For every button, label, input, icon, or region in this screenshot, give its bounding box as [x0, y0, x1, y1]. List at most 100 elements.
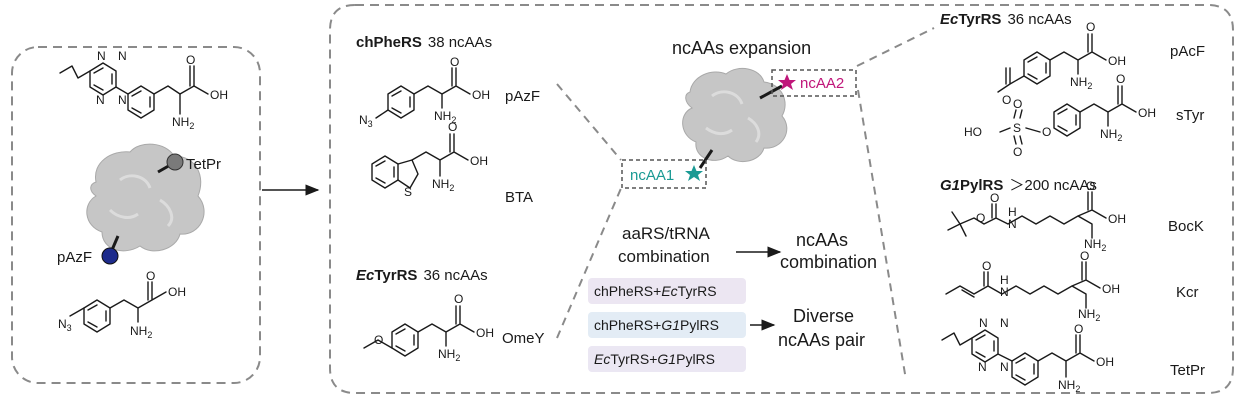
atom-ho-styr: HO	[964, 125, 982, 139]
center-title: ncAAs expansion	[672, 38, 811, 58]
atom-h-bock: H	[1008, 205, 1017, 219]
protein-texture-center	[705, 90, 761, 143]
kcr-structure	[945, 261, 1101, 309]
tetpr-structure-right	[941, 329, 1095, 386]
atom-nh2-1: NH2	[172, 115, 194, 131]
label-omey: OmeY	[502, 330, 545, 347]
atom-oh-1: OH	[210, 88, 228, 102]
atom-o2-styr: O	[1013, 145, 1022, 159]
label-kcr: Kcr	[1176, 284, 1199, 301]
atom-n3-tetpr-r: N	[978, 360, 987, 374]
atom-n3-mid: N3	[359, 113, 373, 129]
atom-o3-styr: O	[1042, 125, 1051, 139]
atom-oh-mid1: OH	[472, 88, 490, 102]
atom-n-kcr: N	[1000, 285, 1009, 299]
atom-n3-left: N3	[58, 317, 72, 333]
ncaa2-star	[778, 74, 796, 90]
label-bta: BTA	[505, 189, 533, 206]
atom-nh2-kcr: NH2	[1078, 307, 1100, 323]
atom-nh2-mid1: NH2	[434, 109, 456, 125]
atom-s-bta: S	[404, 185, 412, 199]
atom-nh2-omey: NH2	[438, 347, 460, 363]
atom-s-styr: S	[1013, 121, 1021, 135]
protein-blob-center	[682, 67, 788, 163]
label-tetpr-right: TetPr	[1170, 362, 1205, 379]
protein-texture-left	[108, 174, 174, 228]
label-pacf: pAcF	[1170, 43, 1205, 60]
bock-structure	[947, 191, 1107, 239]
atom-oh-left: OH	[168, 285, 186, 299]
pair-chip-3	[588, 346, 746, 372]
pair-chip-1-text: chPheRS+EcTyrRS	[594, 283, 717, 299]
pazf-linker	[110, 235, 120, 251]
atom-o-left: O	[146, 269, 155, 283]
atom-nh2-pacf: NH2	[1070, 75, 1092, 91]
tetpr-structure-left	[59, 62, 209, 119]
atom-oh-styr: OH	[1138, 106, 1156, 120]
ncaa2-label: ncAA2	[800, 75, 844, 92]
connector-top-right	[856, 27, 935, 67]
atom-nh2-left: NH2	[130, 324, 152, 340]
atom-o2-kcr: O	[1080, 249, 1089, 263]
result2-line1: Diverse	[793, 306, 854, 326]
ncaa2-box	[771, 69, 857, 97]
atom-o-bta: O	[448, 120, 457, 134]
ncaa1-linker	[698, 149, 714, 169]
atom-n2-tetpr-r: N	[1000, 316, 1009, 330]
result2-line2: ncAAs pair	[778, 330, 865, 350]
result1-line2: combination	[780, 252, 877, 272]
atom-n-4: N	[118, 93, 127, 107]
g1pylRS-header: G1PylRS＞200 ncAAs	[940, 177, 1097, 194]
atom-o2-bock: O	[990, 191, 999, 205]
atom-oh-kcr: OH	[1102, 282, 1120, 296]
result1-line1: ncAAs	[796, 230, 848, 250]
atom-n-1: N	[97, 49, 106, 63]
atom-o-1: O	[186, 53, 195, 67]
atom-oh-bock: OH	[1108, 212, 1126, 226]
atom-n-3: N	[96, 93, 105, 107]
label-styr: sTyr	[1176, 107, 1204, 124]
atom-oh-omey: OH	[476, 326, 494, 340]
atom-o-tetpr-r: O	[1074, 322, 1083, 336]
atom-o3-bock: O	[1086, 179, 1095, 193]
pair-chip-2	[588, 312, 746, 338]
label-pazf: pAzF	[505, 88, 540, 105]
atom-nh2-tetpr-r: NH2	[1058, 378, 1080, 394]
atom-nh2-bock: NH2	[1084, 237, 1106, 253]
atom-o4-styr: O	[1116, 72, 1125, 86]
pair-chip-2-text: chPheRS+G1PylRS	[594, 317, 719, 333]
label-bock: BocK	[1168, 218, 1204, 235]
connector-top-left	[556, 83, 622, 161]
protein-blob-left	[86, 143, 205, 252]
aars-line1: aaRS/tRNA	[622, 224, 711, 243]
atom-oh-pacf: OH	[1108, 54, 1126, 68]
pazf-structure-left	[69, 281, 167, 333]
pair-chip-1	[588, 278, 746, 304]
atom-o2-pacf: O	[1086, 20, 1095, 34]
ncaa1-box	[621, 159, 707, 189]
atom-nh2-bta: NH2	[432, 177, 454, 193]
atom-oh-bta: OH	[470, 154, 488, 168]
atom-o2-omey: O	[454, 292, 463, 306]
omey-structure	[363, 305, 475, 357]
connector-bottom-right	[857, 89, 907, 381]
atom-oh-tetpr-r: OH	[1096, 355, 1114, 369]
bta-structure	[371, 133, 469, 189]
ncaa1-label: ncAA1	[630, 167, 674, 184]
atom-n-bock: N	[1008, 217, 1017, 231]
atom-o-kcr: O	[982, 259, 991, 273]
pazf-label-left: pAzF	[57, 249, 92, 266]
atom-o1-styr: O	[1013, 97, 1022, 111]
ncaa1-star	[685, 165, 703, 181]
atom-nh2-styr: NH2	[1100, 127, 1122, 143]
tetpr-ball	[166, 153, 184, 171]
atom-o-mid1: O	[450, 55, 459, 69]
pacf-structure	[997, 33, 1107, 93]
pair-chip-3-text: EcTyrRS+G1PylRS	[594, 351, 715, 367]
tetpr-label-left: TetPr	[186, 156, 221, 173]
styr-structure	[999, 85, 1137, 145]
aars-line2: combination	[618, 247, 710, 266]
